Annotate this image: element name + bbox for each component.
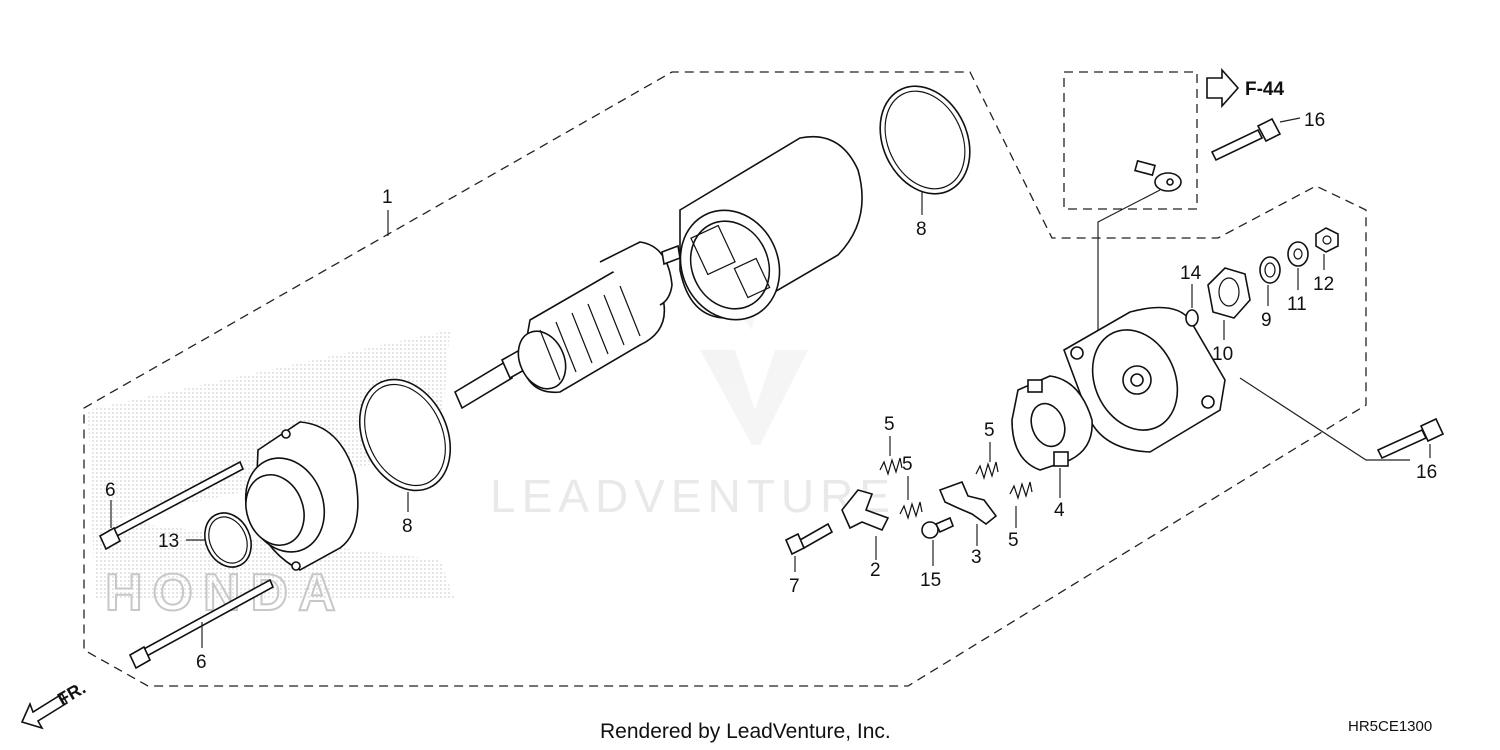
callout-7: 7 [789,576,800,597]
callout-8-bottom: 8 [402,516,413,537]
hex-nut-10 [1207,267,1251,319]
brush-spring-d [1009,481,1033,501]
starter-cable [1083,90,1182,192]
callout-6-lower: 6 [196,652,207,673]
callout-5-d: 5 [1008,530,1019,551]
callout-9: 9 [1261,310,1272,331]
washer-11 [1287,241,1309,267]
callout-1: 1 [382,187,393,208]
front-cover [244,421,359,571]
bolt-16-bottom [1376,417,1445,460]
armature [453,241,681,410]
brush-terminal-3 [938,480,998,526]
yoke-housing [679,136,863,321]
callout-2: 2 [870,560,881,581]
watermark-text: LEADVENTURE [490,470,896,522]
footer-credit: Rendered by LeadVenture, Inc. [600,720,891,743]
rear-cover [1063,306,1226,453]
callout-10: 10 [1212,344,1233,365]
through-bolt-6-lower [128,578,275,670]
callout-13: 13 [158,531,179,552]
callout-5-a: 5 [884,414,895,435]
front-direction-arrow [20,692,69,730]
cable-leader [1097,189,1161,340]
callout-12: 12 [1313,274,1334,295]
diagram-code: HR5CE1300 [1348,718,1432,735]
callout-16-bottom: 16 [1416,462,1437,483]
bolt-16-top [1210,117,1282,162]
bushing-9 [1259,256,1281,284]
cable-inset-box [1063,71,1198,210]
callout-6-upper: 6 [105,480,116,501]
o-ring-8-bottom [358,378,452,492]
callout-5-b: 5 [902,454,913,475]
brush-spring-c [975,461,999,481]
screw-7 [784,522,834,556]
brush-spring-a [879,457,903,477]
o-ring-13 [204,512,252,568]
nut-12 [1315,227,1339,253]
callout-15: 15 [920,570,941,591]
callout-4: 4 [1054,500,1065,521]
callout-5-c: 5 [984,420,995,441]
callout-16-top: 16 [1304,110,1325,131]
washer-14 [1185,309,1199,327]
screw-15 [921,516,955,539]
callout-8-top: 8 [916,219,927,240]
brush-terminal-2 [841,489,890,532]
through-bolt-6-upper [98,460,245,551]
o-ring-8-top [879,85,971,195]
reference-label: F-44 [1245,79,1285,100]
callout-3: 3 [971,547,982,568]
brush-spring-b [899,501,923,521]
callout-14: 14 [1180,263,1202,284]
brush-holder [1011,375,1093,471]
reference-arrow [1206,67,1240,109]
callout-11: 11 [1287,294,1307,315]
